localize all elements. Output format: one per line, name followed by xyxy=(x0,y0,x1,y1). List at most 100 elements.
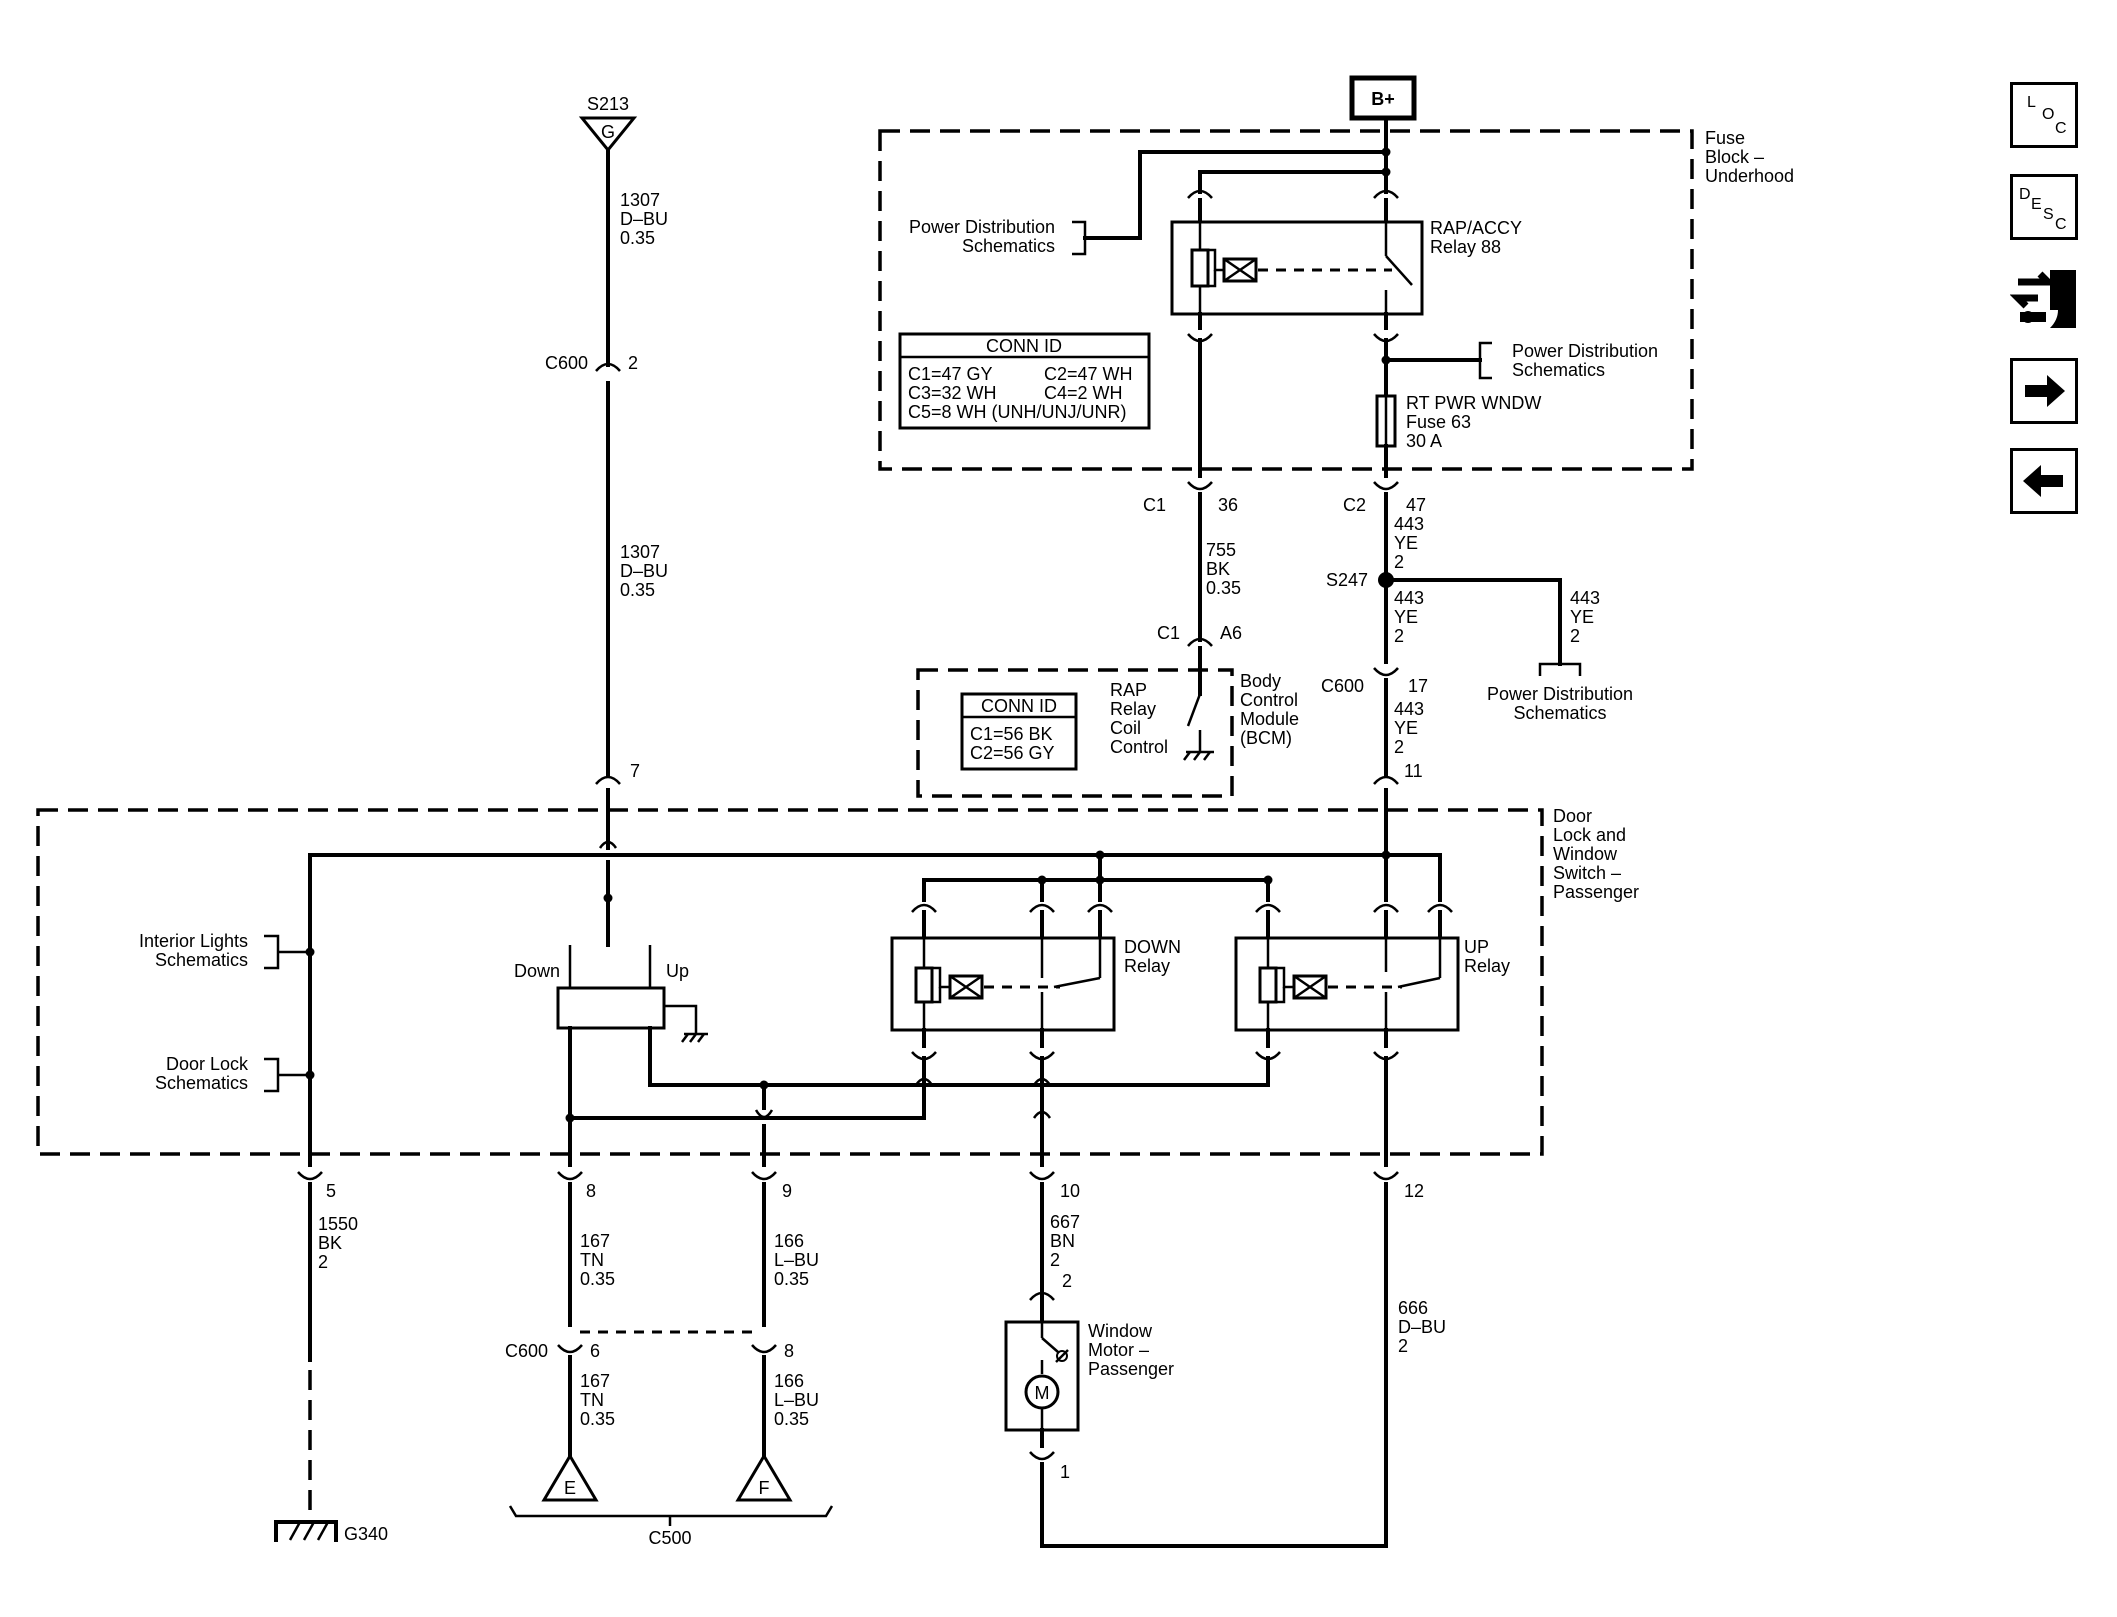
wire-167a-label: 167 TN 0.35 xyxy=(580,1231,615,1289)
svg-text:0.35: 0.35 xyxy=(774,1269,809,1289)
power-source: B+ xyxy=(1349,75,1417,121)
wire-755-label: 755 BK 0.35 xyxy=(1206,540,1241,598)
connector-c2-47: C2 47 xyxy=(1343,481,1426,515)
svg-text:2: 2 xyxy=(1394,626,1404,646)
svg-text:2: 2 xyxy=(1570,626,1580,646)
wire-1307a-label: 1307 D–BU 0.35 xyxy=(620,190,668,248)
door-lock-1: Door Lock xyxy=(166,1054,249,1074)
connector-c1-36: C1 36 xyxy=(1143,481,1238,515)
svg-text:755: 755 xyxy=(1206,540,1236,560)
motor-pin-1: 1 xyxy=(1060,1462,1070,1482)
svg-text:C1=56 BK: C1=56 BK xyxy=(970,724,1053,744)
conn-id-table-fuse-block: CONN ID C1=47 GY C2=47 WH C3=32 WH C4=2 … xyxy=(898,332,1151,430)
svg-text:166: 166 xyxy=(774,1231,804,1251)
relay-88-label-2: Relay 88 xyxy=(1430,237,1501,257)
c500-label: C500 xyxy=(648,1528,691,1548)
svg-text:O: O xyxy=(2042,106,2054,123)
svg-text:17: 17 xyxy=(1408,676,1428,696)
svg-text:0.35: 0.35 xyxy=(620,228,655,248)
svg-text:S213: S213 xyxy=(587,94,629,114)
wire-667-label: 667 BN 2 xyxy=(1050,1212,1080,1270)
bcm-control-3: Coil xyxy=(1110,718,1141,738)
svg-text:0.35: 0.35 xyxy=(620,580,655,600)
window-motor-passenger: M Window Motor – Passenger xyxy=(1004,1300,1174,1448)
svg-text:0.35: 0.35 xyxy=(580,1409,615,1429)
motor-label-1: Window xyxy=(1088,1321,1153,1341)
svg-text:YE: YE xyxy=(1394,718,1418,738)
conn-id-table-bcm: CONN ID C1=56 BK C2=56 GY xyxy=(960,692,1078,771)
motor-label-3: Passenger xyxy=(1088,1359,1174,1379)
svg-text:C600: C600 xyxy=(1321,676,1364,696)
svg-text:12: 12 xyxy=(1404,1181,1424,1201)
switch-label-2: Lock and xyxy=(1553,825,1626,845)
svg-text:S: S xyxy=(2043,206,2054,223)
svg-text:166: 166 xyxy=(774,1371,804,1391)
back-arrow-icon[interactable] xyxy=(2010,448,2078,514)
svg-text:Schematics: Schematics xyxy=(1513,703,1606,723)
wire-166b-label: 166 L–BU 0.35 xyxy=(774,1371,819,1429)
pds-left-label-2: Schematics xyxy=(962,236,1055,256)
forward-arrow-icon[interactable] xyxy=(2010,358,2078,424)
wire-443a-label: 443 YE 2 xyxy=(1394,514,1424,572)
svg-text:C600: C600 xyxy=(505,1341,548,1361)
svg-text:YE: YE xyxy=(1394,533,1418,553)
svg-text:A6: A6 xyxy=(1220,623,1242,643)
wire-666-label: 666 D–BU 2 xyxy=(1398,1298,1446,1356)
loc-button[interactable]: L O C xyxy=(2010,82,2078,148)
svg-text:443: 443 xyxy=(1394,588,1424,608)
svg-text:G: G xyxy=(601,122,615,142)
svg-text:YE: YE xyxy=(1570,607,1594,627)
fuse-block-label-2: Block – xyxy=(1705,147,1764,167)
svg-text:YE: YE xyxy=(1394,607,1418,627)
switch-down-label: Down xyxy=(514,961,560,981)
svg-text:D: D xyxy=(2019,186,2031,203)
switch-label-4: Switch – xyxy=(1553,863,1621,883)
interior-lights-1: Interior Lights xyxy=(139,931,248,951)
svg-text:167: 167 xyxy=(580,1231,610,1251)
switch-label-5: Passenger xyxy=(1553,882,1639,902)
svg-text:1550: 1550 xyxy=(318,1214,358,1234)
down-relay-label-2: Relay xyxy=(1124,956,1170,976)
wire-167b-label: 167 TN 0.35 xyxy=(580,1371,615,1429)
pds-bottom-label: Power Distribution Schematics xyxy=(1487,684,1633,723)
connector-c600-17: C600 17 xyxy=(1321,676,1428,696)
conn-id-c5: C5=8 WH (UNH/UNJ/UNR) xyxy=(908,402,1127,422)
svg-text:TN: TN xyxy=(580,1250,604,1270)
down-relay-label-1: DOWN xyxy=(1124,937,1181,957)
window-switch-rocker xyxy=(556,986,666,1030)
fuse-block-underhood: Fuse Block – Underhood Power Distributio… xyxy=(878,116,1794,478)
svg-text:D–BU: D–BU xyxy=(620,561,668,581)
wire-443d-label: 443 YE 2 xyxy=(1394,699,1424,757)
rap-accy-relay xyxy=(1170,220,1424,316)
fuse-label-1: RT PWR WNDW xyxy=(1406,393,1541,413)
pin-11-label: 11 xyxy=(1404,761,1423,781)
svg-text:36: 36 xyxy=(1218,495,1238,515)
svg-text:8: 8 xyxy=(586,1181,596,1201)
switch-label-3: Window xyxy=(1553,844,1618,864)
svg-text:C2=56 GY: C2=56 GY xyxy=(970,743,1055,763)
body-control-module: Body Control Module (BCM) RAP Relay Coil… xyxy=(916,646,1299,798)
relay-88-label-1: RAP/ACCY xyxy=(1430,218,1522,238)
wire-1307b-label: 1307 D–BU 0.35 xyxy=(620,542,668,600)
svg-text:1307: 1307 xyxy=(620,190,660,210)
switch-up-label: Up xyxy=(666,961,689,981)
svg-text:C1: C1 xyxy=(1143,495,1166,515)
connector-c600-2: C600 2 xyxy=(545,353,638,373)
svg-text:0.35: 0.35 xyxy=(1206,578,1241,598)
svg-text:2: 2 xyxy=(1050,1250,1060,1270)
bcm-control-4: Control xyxy=(1110,737,1168,757)
svg-text:BN: BN xyxy=(1050,1231,1075,1251)
svg-text:2: 2 xyxy=(1394,737,1404,757)
svg-text:1307: 1307 xyxy=(620,542,660,562)
bottom-pins: 5 8 9 10 12 xyxy=(297,1171,1424,1201)
svg-text:D–BU: D–BU xyxy=(1398,1317,1446,1337)
bcm-control-2: Relay xyxy=(1110,699,1156,719)
conn-id-c1: C1=47 GY xyxy=(908,364,993,384)
svg-text:F: F xyxy=(759,1478,770,1498)
svg-text:C600: C600 xyxy=(545,353,588,373)
connector-icon[interactable] xyxy=(2009,262,2082,334)
svg-text:BK: BK xyxy=(1206,559,1230,579)
desc-button[interactable]: D E S C xyxy=(2010,174,2078,240)
bcm-label-3: Module xyxy=(1240,709,1299,729)
